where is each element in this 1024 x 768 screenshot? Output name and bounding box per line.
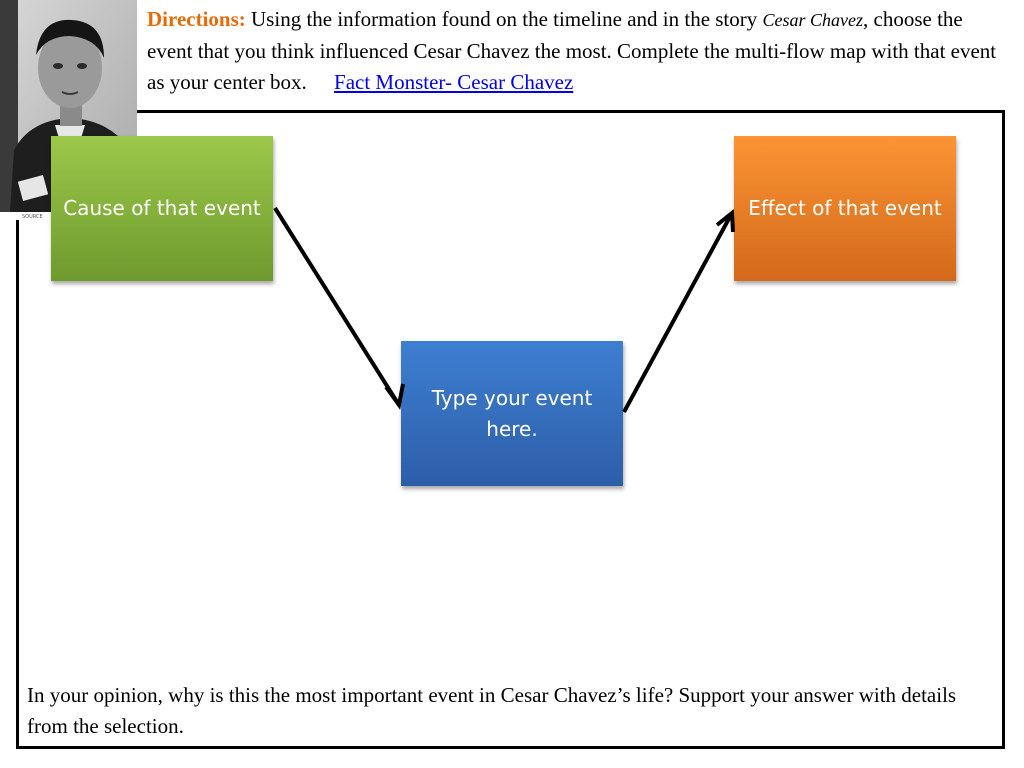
story-title: Cesar Chavez <box>762 10 864 30</box>
center-event-box[interactable]: Type your event here. <box>401 341 623 486</box>
directions-body-2: , choose the event that you think influe… <box>147 7 997 94</box>
directions-body-1: Using the information found on the timel… <box>251 7 758 31</box>
photo-caption: SOURCE <box>22 214 43 220</box>
directions-text: Directions: Using the information found … <box>147 4 1007 98</box>
cause-box[interactable]: Cause of that event <box>51 136 273 281</box>
flow-map-frame <box>16 110 1005 749</box>
directions-label: Directions: <box>147 7 246 31</box>
opinion-question: In your opinion, why is this the most im… <box>27 683 957 738</box>
fact-monster-link[interactable]: Fact Monster- Cesar Chavez <box>334 70 574 94</box>
effect-box[interactable]: Effect of that event <box>734 136 956 281</box>
